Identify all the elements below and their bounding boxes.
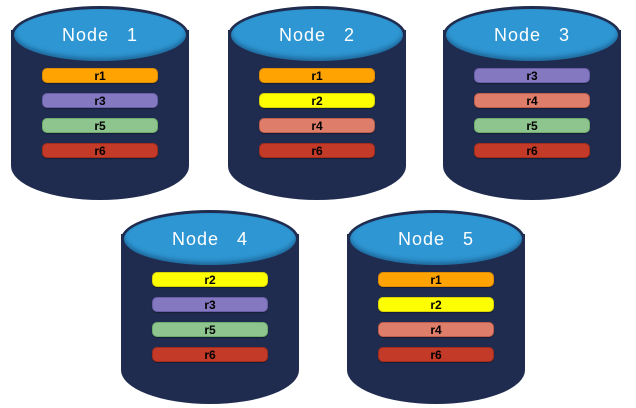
- node-5: Node 5 r1 r2 r4 r6: [347, 210, 525, 404]
- replica-bar-r2: r2: [259, 93, 375, 108]
- node-title: Node 1: [61, 25, 139, 45]
- node-2: Node 2 r1 r2 r4 r6: [228, 6, 406, 200]
- node-title: Node 2: [278, 25, 356, 45]
- replica-bar-r3: r3: [42, 93, 158, 108]
- cylinder-top: [11, 6, 189, 64]
- replica-bar-r1: r1: [378, 272, 494, 287]
- replica-bar-r2: r2: [152, 272, 268, 287]
- replica-bar-r4: r4: [474, 93, 590, 108]
- node-title: Node 5: [397, 229, 475, 249]
- replica-list: r2 r3 r5 r6: [152, 272, 268, 362]
- replica-bar-r5: r5: [152, 322, 268, 337]
- replica-bar-r6: r6: [42, 143, 158, 158]
- cylinder-top: [228, 6, 406, 64]
- replica-bar-r5: r5: [474, 118, 590, 133]
- replica-bar-r4: r4: [378, 322, 494, 337]
- node-title: Node 3: [493, 25, 571, 45]
- node-3: Node 3 r3 r4 r5 r6: [443, 6, 621, 200]
- replica-bar-r6: r6: [259, 143, 375, 158]
- node-title: Node 4: [171, 229, 249, 249]
- replica-bar-r5: r5: [42, 118, 158, 133]
- replica-bar-r1: r1: [259, 68, 375, 83]
- replica-bar-r2: r2: [378, 297, 494, 312]
- replica-list: r1 r3 r5 r6: [42, 68, 158, 158]
- replica-bar-r6: r6: [378, 347, 494, 362]
- node-1: Node 1 r1 r3 r5 r6: [11, 6, 189, 200]
- node-4: Node 4 r2 r3 r5 r6: [121, 210, 299, 404]
- cylinder-top: [121, 210, 299, 268]
- replica-bar-r6: r6: [474, 143, 590, 158]
- replica-list: r1 r2 r4 r6: [378, 272, 494, 362]
- replica-bar-r6: r6: [152, 347, 268, 362]
- cylinder-top: [347, 210, 525, 268]
- replica-bar-r4: r4: [259, 118, 375, 133]
- replica-list: r3 r4 r5 r6: [474, 68, 590, 158]
- replica-bar-r3: r3: [152, 297, 268, 312]
- replica-bar-r3: r3: [474, 68, 590, 83]
- cylinder-top: [443, 6, 621, 64]
- replica-bar-r1: r1: [42, 68, 158, 83]
- replica-list: r1 r2 r4 r6: [259, 68, 375, 158]
